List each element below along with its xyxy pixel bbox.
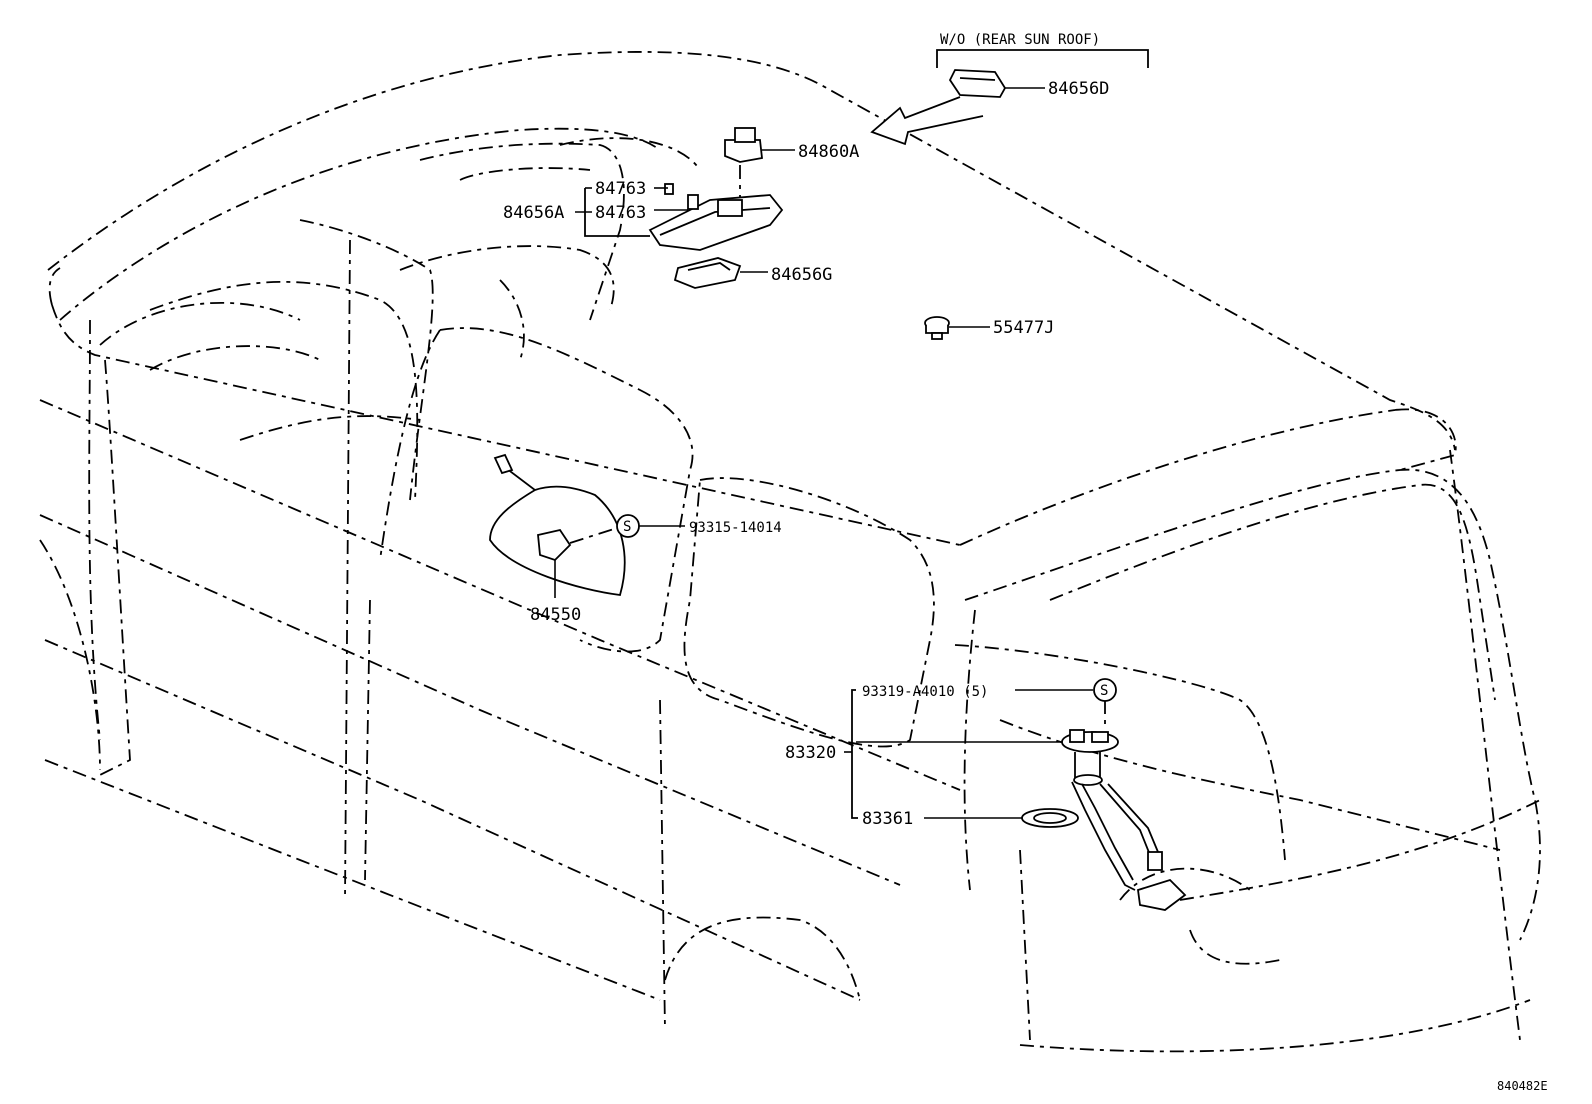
callout-84860a: 84860A bbox=[798, 142, 859, 162]
part-83320-fuel-sender bbox=[1061, 700, 1187, 911]
callout-84763-upper: 84763 bbox=[595, 179, 646, 199]
drawing-number: 840482E bbox=[1497, 1079, 1548, 1093]
variant-note: W/O (REAR SUN ROOF) bbox=[940, 32, 1100, 48]
callout-93319-a4010: 93319-A4010 (5) bbox=[862, 684, 988, 700]
arrow-icon bbox=[870, 96, 984, 146]
screw-symbol-2: S bbox=[1093, 678, 1117, 702]
gasket-83361 bbox=[1021, 808, 1079, 828]
svg-text:S: S bbox=[623, 519, 631, 535]
callout-55477j: 55477J bbox=[993, 318, 1054, 338]
part-84656d-lamp bbox=[948, 69, 1045, 98]
callout-84656g: 84656G bbox=[771, 265, 832, 285]
vehicle-body-outline bbox=[39, 51, 1541, 1053]
screw-symbol-1: S bbox=[616, 514, 685, 538]
callout-84763-lower: 84763 bbox=[595, 203, 646, 223]
variant-bracket: W/O (REAR SUN ROOF) bbox=[936, 32, 1149, 68]
callout-bracket-83320 bbox=[844, 689, 1093, 819]
part-84656a-room-lamp bbox=[648, 183, 784, 251]
callout-84656d: 84656D bbox=[1048, 79, 1109, 99]
part-84860a-switch bbox=[724, 127, 795, 200]
callout-84656a: 84656A bbox=[503, 203, 564, 223]
callout-bracket-84656a bbox=[575, 187, 688, 237]
part-55477j-clip bbox=[924, 316, 990, 340]
callout-83320: 83320 bbox=[785, 743, 836, 763]
part-84656g-lens bbox=[673, 257, 768, 289]
callout-93315-14014: 93315-14014 bbox=[689, 520, 782, 536]
callout-84550: 84550 bbox=[530, 605, 581, 625]
svg-text:S: S bbox=[1100, 683, 1108, 699]
part-84550-sensor bbox=[489, 453, 626, 598]
callout-83361: 83361 bbox=[862, 809, 913, 829]
